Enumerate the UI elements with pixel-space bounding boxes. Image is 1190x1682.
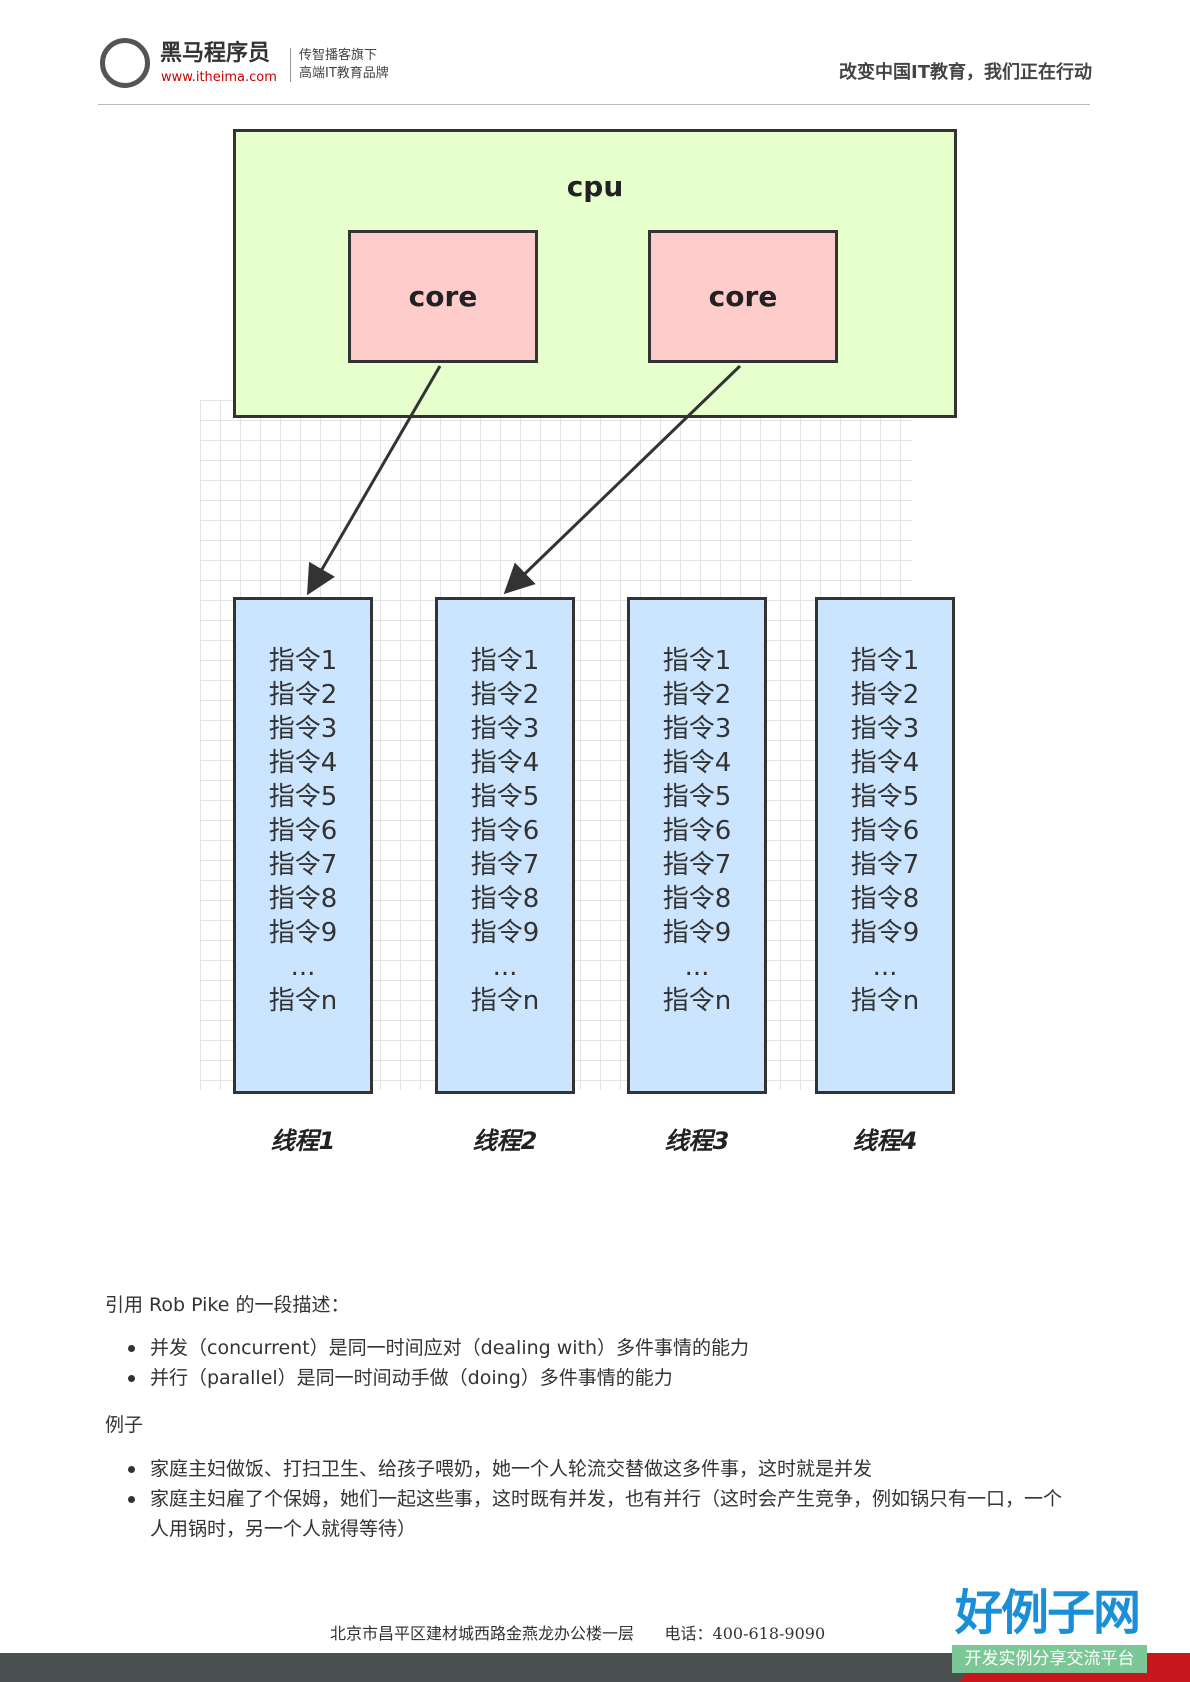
brand-logo: 好例子网	[955, 1585, 1141, 1641]
thread-label: 线程1	[270, 1127, 336, 1155]
cpu-label: cpu	[566, 170, 624, 203]
instruction: 指令9	[850, 918, 920, 948]
logo-subtitle-line: 高端IT教育品牌	[299, 66, 389, 81]
instruction: 指令7	[850, 850, 920, 880]
core-box: core	[348, 230, 538, 363]
instruction: 指令7	[662, 850, 732, 880]
logo-icon	[100, 38, 150, 88]
instruction: 指令6	[662, 816, 732, 846]
thread-label: 线程2	[472, 1127, 538, 1155]
instruction: 指令4	[470, 748, 540, 778]
brand-subtitle: 开发实例分享交流平台	[952, 1645, 1147, 1673]
instruction: 指令n	[268, 986, 338, 1016]
core-label: core	[708, 279, 778, 313]
slogan: 改变中国IT教育，我们正在行动	[839, 62, 1092, 83]
instruction: 指令3	[850, 714, 920, 744]
thread-box: 指令1 指令2 指令3 指令4 指令5 指令6 指令7 指令8 指令9... 指令n	[627, 597, 767, 1094]
quote-list: 并发（concurrent）是同一时间应对（dealing with）多件事情的…	[128, 1333, 1070, 1393]
instruction: 指令3	[662, 714, 732, 744]
thread-box: 指令1 指令2 指令3 指令4 指令5 指令6 指令7 指令8 指令9... 指令n	[815, 597, 955, 1094]
core-label: core	[408, 279, 478, 313]
instruction: 指令2	[850, 680, 920, 710]
instruction: 指令9	[268, 918, 338, 948]
logo-subtitle: 传智播客旗下高端IT教育品牌	[299, 47, 389, 83]
instruction: 指令6	[268, 816, 338, 846]
instruction: 指令9	[470, 918, 540, 948]
instruction: 指令3	[470, 714, 540, 744]
thread-box: 指令1 指令2 指令3 指令4 指令5 指令6 指令7 指令8 指令9... 指令n	[233, 597, 373, 1094]
footer-phone: 电话：400-618-9090	[664, 1624, 826, 1643]
arrow	[306, 365, 442, 596]
instruction: 指令8	[850, 884, 920, 914]
instruction: 指令8	[662, 884, 732, 914]
instruction: ...	[872, 952, 898, 982]
example-list: 家庭主妇做饭、打扫卫生、给孩子喂奶，她一个人轮流交替做这多件事，这时就是并发 家…	[128, 1454, 1070, 1544]
instruction: 指令8	[268, 884, 338, 914]
instruction: 指令1	[850, 646, 920, 676]
instruction: 指令2	[268, 680, 338, 710]
footer-address: 北京市昌平区建材城西路金燕龙办公楼一层	[330, 1624, 635, 1643]
instruction: 指令6	[470, 816, 540, 846]
list-item: 家庭主妇做饭、打扫卫生、给孩子喂奶，她一个人轮流交替做这多件事，这时就是并发	[128, 1454, 1070, 1484]
instruction: 指令2	[662, 680, 732, 710]
instruction: 指令n	[470, 986, 540, 1016]
instruction: 指令8	[470, 884, 540, 914]
logo-subtitle-line: 传智播客旗下	[299, 48, 378, 63]
instruction: 指令4	[268, 748, 338, 778]
logo-url: www.itheima.com	[161, 70, 277, 85]
header-divider	[98, 104, 1090, 105]
thread-box: 指令1 指令2 指令3 指令4 指令5 指令6 指令7 指令8 指令9... 指令n	[435, 597, 575, 1094]
list-item: 家庭主妇雇了个保姆，她们一起这些事，这时既有并发，也有并行（这时会产生竞争，例如…	[128, 1484, 1070, 1544]
list-item: 并行（parallel）是同一时间动手做（doing）多件事情的能力	[128, 1363, 1070, 1393]
footer-contact: 北京市昌平区建材城西路金燕龙办公楼一层 电话：400-618-9090	[330, 1624, 825, 1644]
thread-label: 线程3	[664, 1127, 730, 1155]
instruction: 指令5	[662, 782, 732, 812]
instruction: 指令5	[850, 782, 920, 812]
instruction: ...	[290, 952, 316, 982]
intro-text: 引用 Rob Pike 的一段描述：	[105, 1294, 350, 1316]
instruction: 指令4	[662, 748, 732, 778]
logo-name: 黑马程序员	[160, 41, 271, 66]
instruction: 指令n	[850, 986, 920, 1016]
arrows	[306, 364, 742, 596]
instruction: 指令1	[268, 646, 338, 676]
instruction: 指令6	[850, 816, 920, 846]
example-heading: 例子	[105, 1414, 144, 1436]
list-item: 并发（concurrent）是同一时间应对（dealing with）多件事情的…	[128, 1333, 1070, 1363]
instruction: 指令2	[470, 680, 540, 710]
arrow	[503, 364, 742, 595]
instruction: 指令5	[268, 782, 338, 812]
instruction: 指令1	[470, 646, 540, 676]
instruction: 指令5	[470, 782, 540, 812]
divider	[290, 48, 291, 82]
core-box: core	[648, 230, 838, 363]
instruction: 指令7	[268, 850, 338, 880]
thread-label: 线程4	[852, 1127, 918, 1155]
instruction: 指令n	[662, 986, 732, 1016]
instruction: ...	[684, 952, 710, 982]
instruction: 指令1	[662, 646, 732, 676]
instruction: 指令7	[470, 850, 540, 880]
instruction: 指令9	[662, 918, 732, 948]
instruction: 指令4	[850, 748, 920, 778]
instruction: ...	[492, 952, 518, 982]
instruction: 指令3	[268, 714, 338, 744]
